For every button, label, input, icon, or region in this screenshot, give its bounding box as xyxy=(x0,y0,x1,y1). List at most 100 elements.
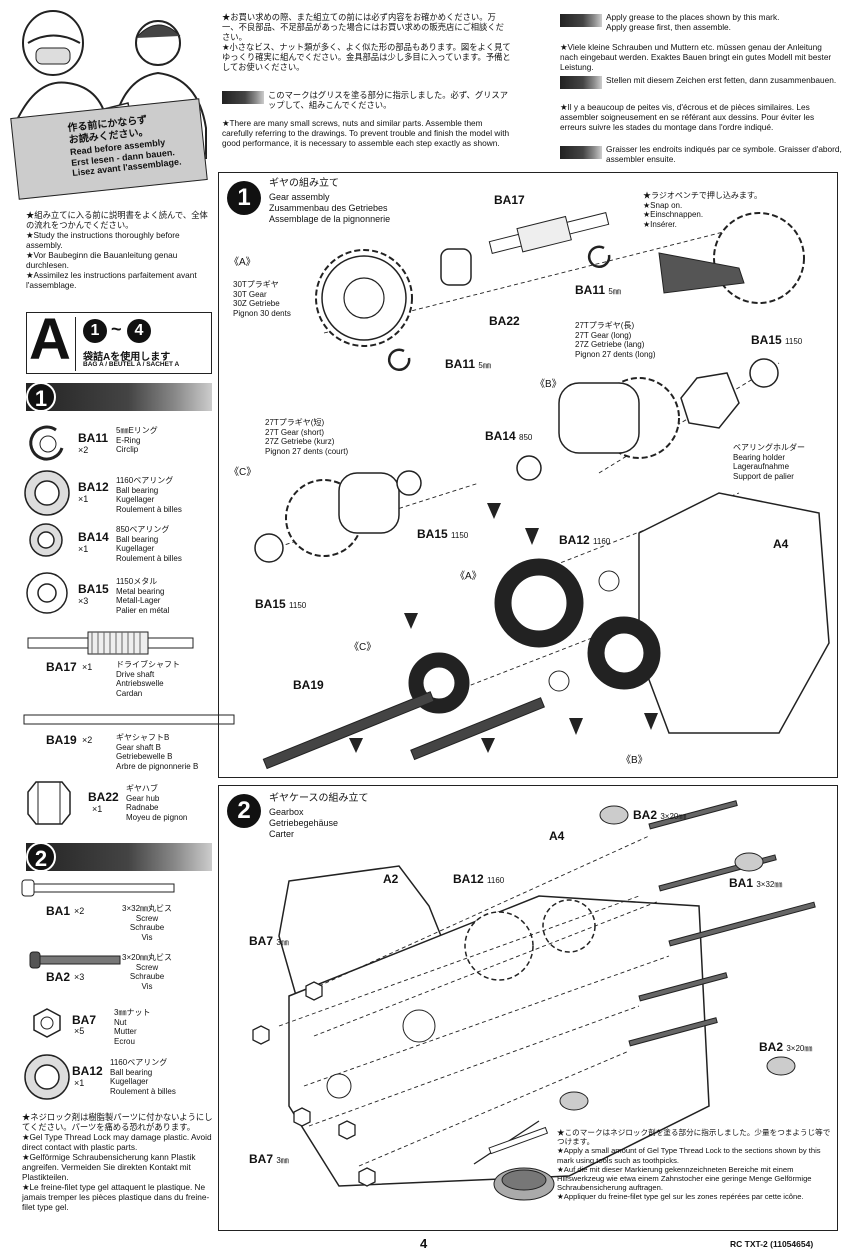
parts-step1-badge: 1 xyxy=(26,382,56,412)
parts-step1-bar: 1 xyxy=(26,382,212,412)
part-desc: 1160ベアリング Ball bearing Kugellager Roulem… xyxy=(110,1058,176,1096)
callout-size: 3×32㎜ xyxy=(756,880,783,889)
part-qty: ×5 xyxy=(74,1026,85,1036)
bag-letter: A xyxy=(29,307,71,372)
part-code: BA7 xyxy=(72,1013,97,1027)
callout-size: 3㎜ xyxy=(276,1156,289,1165)
callout-ba12: BA12 1160 xyxy=(559,533,610,547)
grease-de: Stellen mit diesem Zeichen erst fetten, … xyxy=(606,75,837,85)
parts-step2-bar: 2 xyxy=(26,842,212,872)
grease-en: Apply grease to the places shown by this… xyxy=(606,12,780,32)
callout-ba2: BA2 3×20㎜ xyxy=(759,1040,812,1054)
callout-ba1: BA1 3×32㎜ xyxy=(729,876,782,890)
callout-ba7: BA7 3㎜ xyxy=(249,1152,289,1166)
callout-ba7: BA7 3㎜ xyxy=(249,934,289,948)
callout-size: 3㎜ xyxy=(276,938,289,947)
callout-size: 850 xyxy=(519,433,533,442)
callout-code: BA11 xyxy=(445,357,476,371)
drive-shaft-icon xyxy=(27,631,194,655)
part-code: BA22 xyxy=(88,790,119,804)
part-code: BA12 xyxy=(78,480,109,494)
callout-code: BA7 xyxy=(249,934,274,948)
gear-shaft-icon xyxy=(23,714,235,725)
read-notes: ★組み立てに入る前に説明書をよく読んで、全体の流れをつかんでください。 ★Stu… xyxy=(26,210,208,290)
callout-size: 1160 xyxy=(593,537,611,546)
step1-title-en: Gear assembly xyxy=(269,192,330,202)
e-ring-icon xyxy=(29,425,64,461)
step1-snap-note: ★ラジオペンチで押し込みます。 ★Snap on. ★Einschnappen.… xyxy=(643,191,763,229)
callout-c-tag: 《C》 xyxy=(349,642,377,653)
part-qty: ×1 xyxy=(78,494,89,504)
callout-b-tag: 《B》 xyxy=(535,379,562,390)
step1-badge: 1 xyxy=(227,181,261,215)
threadlock-note: ★ネジロック剤は樹脂製パーツに付かないようにしてください。パーツを痛める恐れがあ… xyxy=(22,1112,213,1212)
part-desc: ギヤハブ Gear hub Radnabe Moyeu de pignon xyxy=(126,784,188,822)
step1-title-de: Zusammenbau des Getriebes xyxy=(269,203,388,213)
step1-title-jp: ギヤの組み立て xyxy=(269,178,339,189)
part-qty: ×1 xyxy=(74,1078,85,1088)
nut-icon xyxy=(33,1008,61,1038)
grease-mark-icon xyxy=(560,14,602,27)
part-code: BA11 xyxy=(78,431,109,445)
part-desc: 3×20㎜丸ビス Screw Schraube Vis xyxy=(122,953,173,991)
step-to-badge: 4 xyxy=(127,319,151,343)
part-code: BA15 xyxy=(78,582,109,596)
part-code: BA17 xyxy=(46,660,77,674)
part-qty: ×1 xyxy=(82,662,93,672)
callout-ba2: BA2 3×20㎜ xyxy=(633,808,686,822)
part-qty: ×2 xyxy=(74,906,85,916)
part-desc: 3㎜ナット Nut Mutter Ecrou xyxy=(114,1008,151,1046)
step2-title-en: Gearbox xyxy=(269,807,304,817)
callout-c-tag: 《C》 xyxy=(229,467,257,478)
callout-ba11: BA11 5㎜ xyxy=(575,283,621,297)
part-code: BA14 xyxy=(78,530,109,544)
part-desc: 5㎜Eリング E-Ring Circlip xyxy=(116,426,158,454)
grease-mark-icon xyxy=(560,146,602,159)
notice-en: ★There are many small screws, nuts and s… xyxy=(222,118,510,148)
part-desc: 1160ベアリング Ball bearing Kugellager Roulem… xyxy=(116,476,182,514)
callout-code: BA12 xyxy=(453,872,484,886)
gear-assembly-diagram xyxy=(254,212,830,770)
step-from-badge: 1 xyxy=(83,319,107,343)
part-desc: ドライブシャフト Drive shaft Antriebswelle Carda… xyxy=(116,660,180,698)
callout-code: BA14 xyxy=(485,429,516,443)
screw-icon xyxy=(21,879,175,897)
part-qty: ×3 xyxy=(78,596,89,606)
part-code: BA1 xyxy=(46,904,71,918)
callout-size: 3×20㎜ xyxy=(786,1044,813,1053)
callout-size: 3×20㎜ xyxy=(660,812,687,821)
callout-size: 1150 xyxy=(451,531,469,540)
callout-a-tag: 《A》 xyxy=(455,571,482,582)
step2-title-jp: ギヤケースの組み立て xyxy=(269,793,369,804)
grease-fr: Graisser les endroits indiqués par ce sy… xyxy=(606,144,842,164)
callout-code: BA1 xyxy=(729,876,754,890)
callout-a2: A2 xyxy=(383,872,399,886)
callout-gear27-short: 27Tプラギヤ(短) 27T Gear (short) 27Z Getriebe… xyxy=(265,418,349,456)
callout-code: BA2 xyxy=(759,1040,784,1054)
page-number: 4 xyxy=(420,1236,428,1251)
callout-code: BA7 xyxy=(249,1152,274,1166)
callout-code: BA15 xyxy=(751,333,782,347)
part-desc: 1150メタル Metal bearing Metall-Lager Palie… xyxy=(116,577,170,615)
part-qty: ×2 xyxy=(78,445,89,455)
callout-a-tag: 《A》 xyxy=(229,257,256,268)
threadlock-mark-note: ★このマークはネジロック剤を塗る部分に指示しました。少量をつまようじ等でつけます… xyxy=(557,1128,831,1202)
bag-jp: 袋詰Aを使用します xyxy=(83,352,171,363)
callout-code: BA12 xyxy=(559,533,590,547)
bag-a-box: A 1 ~ 4 袋詰Aを使用します BAG A / BEUTEL A / SAC… xyxy=(26,307,212,374)
notice-fr: ★Il y a beaucoup de peites vis, d'écrous… xyxy=(560,102,815,132)
callout-b-tag: 《B》 xyxy=(621,755,648,766)
grease-mark-icon xyxy=(560,76,602,89)
part-qty: ×1 xyxy=(92,804,103,814)
part-qty: ×3 xyxy=(74,972,85,982)
step1-title-fr: Assemblage de la pignonnerie xyxy=(269,214,391,224)
part-code: BA2 xyxy=(46,970,71,984)
callout-ba11: BA11 5㎜ xyxy=(445,357,491,371)
callout-size: 5㎜ xyxy=(608,287,621,296)
callout-code: BA11 xyxy=(575,283,606,297)
step2-badge: 2 xyxy=(227,794,261,828)
callout-a4: A4 xyxy=(549,829,565,843)
callout-ba14: BA14 850 xyxy=(485,429,532,443)
callout-ba15: BA15 1150 xyxy=(751,333,802,347)
callout-ba15: BA15 1150 xyxy=(417,527,468,541)
